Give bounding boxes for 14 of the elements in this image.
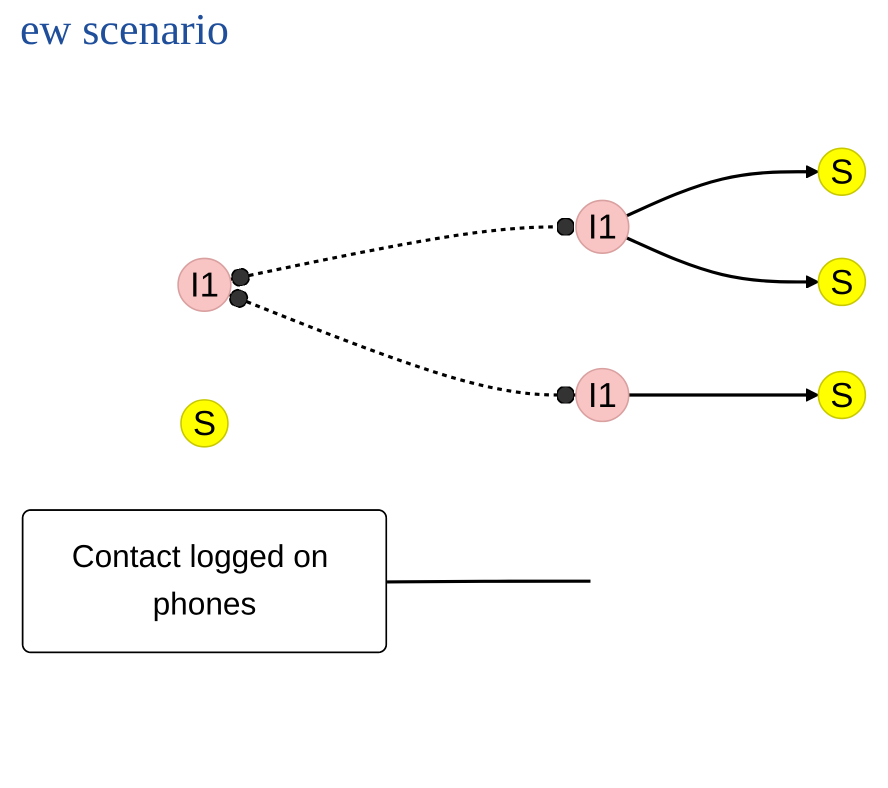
arrow xyxy=(626,164,820,218)
node-circle: S xyxy=(818,148,866,196)
node-circle: I1 xyxy=(575,200,630,254)
node-circle: I1 xyxy=(575,368,630,422)
arrow xyxy=(628,388,820,402)
connector xyxy=(387,580,590,584)
node-circle: S xyxy=(818,258,866,306)
node-circle: I1 xyxy=(177,258,232,312)
arrow xyxy=(626,236,820,289)
node-circle: S xyxy=(180,399,229,448)
connector xyxy=(230,217,576,287)
node-circle: S xyxy=(818,370,866,420)
slide-title: ew scenario xyxy=(20,4,230,55)
connector xyxy=(228,288,576,405)
